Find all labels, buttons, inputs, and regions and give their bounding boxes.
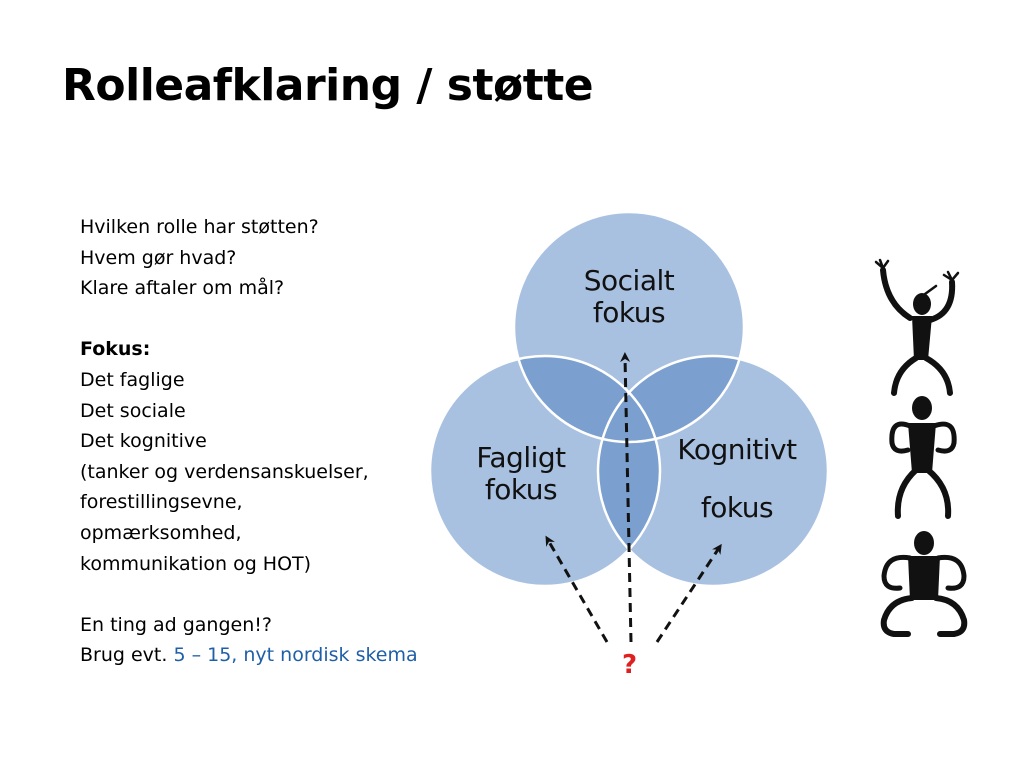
label-faglig-line2: fokus bbox=[484, 473, 558, 506]
overlap-social-kognitiv bbox=[598, 356, 744, 442]
arrow-to-faglig bbox=[545, 535, 609, 643]
label-kognitiv-line2: fokus bbox=[700, 491, 774, 524]
label-faglig: Fagligt fokus bbox=[451, 442, 591, 506]
circle-social-outline bbox=[512, 210, 746, 444]
tip-link[interactable]: 5 – 15, nyt nordisk skema bbox=[173, 644, 418, 667]
focus-item-sociale: Det sociale bbox=[80, 399, 186, 422]
arrow-to-social bbox=[620, 352, 633, 643]
question-mark: ? bbox=[622, 650, 638, 680]
label-kognitiv-line1: Kognitivt bbox=[677, 433, 797, 466]
circle-kognitiv-outline bbox=[596, 354, 830, 588]
overlap-social-faglig bbox=[514, 356, 660, 442]
tip-prefix: Brug evt. bbox=[80, 644, 174, 667]
label-social: Socialt fokus bbox=[559, 265, 699, 329]
question-goals: Klare aftaler om mål? bbox=[80, 277, 285, 300]
acrobat-stack-figure-icon bbox=[874, 258, 968, 637]
focus-item-detail-3: opmærksomhed, bbox=[80, 521, 242, 544]
focus-item-detail-2: forestillingsevne, bbox=[80, 491, 243, 514]
question-role: Hvilken rolle har støtten? bbox=[80, 216, 319, 238]
focus-item-detail-4: kommunikation og HOT) bbox=[80, 552, 312, 575]
circle-faglig-outline bbox=[428, 354, 662, 588]
focus-item-kognitive: Det kognitive bbox=[80, 430, 207, 453]
focus-item-faglige: Det faglige bbox=[80, 368, 185, 391]
closing-text: En ting ad gangen!? bbox=[80, 613, 272, 636]
label-kognitiv: Kognitivt fokus bbox=[662, 434, 812, 524]
focus-heading: Fokus: bbox=[80, 338, 151, 361]
arrow-to-kognitiv bbox=[655, 543, 722, 643]
focus-item-detail-1: (tanker og verdensanskuelser, bbox=[80, 460, 369, 483]
slide-title: Rolleafklaring / støtte bbox=[62, 60, 594, 111]
label-social-line2: fokus bbox=[592, 296, 666, 329]
body-text: Hvilken rolle har støtten? Hvem gør hvad… bbox=[80, 212, 418, 671]
question-who: Hvem gør hvad? bbox=[80, 246, 237, 269]
label-faglig-line1: Fagligt bbox=[476, 441, 566, 474]
tip-line: Brug evt. 5 – 15, nyt nordisk skema bbox=[80, 640, 418, 671]
label-social-line1: Socialt bbox=[583, 264, 675, 297]
